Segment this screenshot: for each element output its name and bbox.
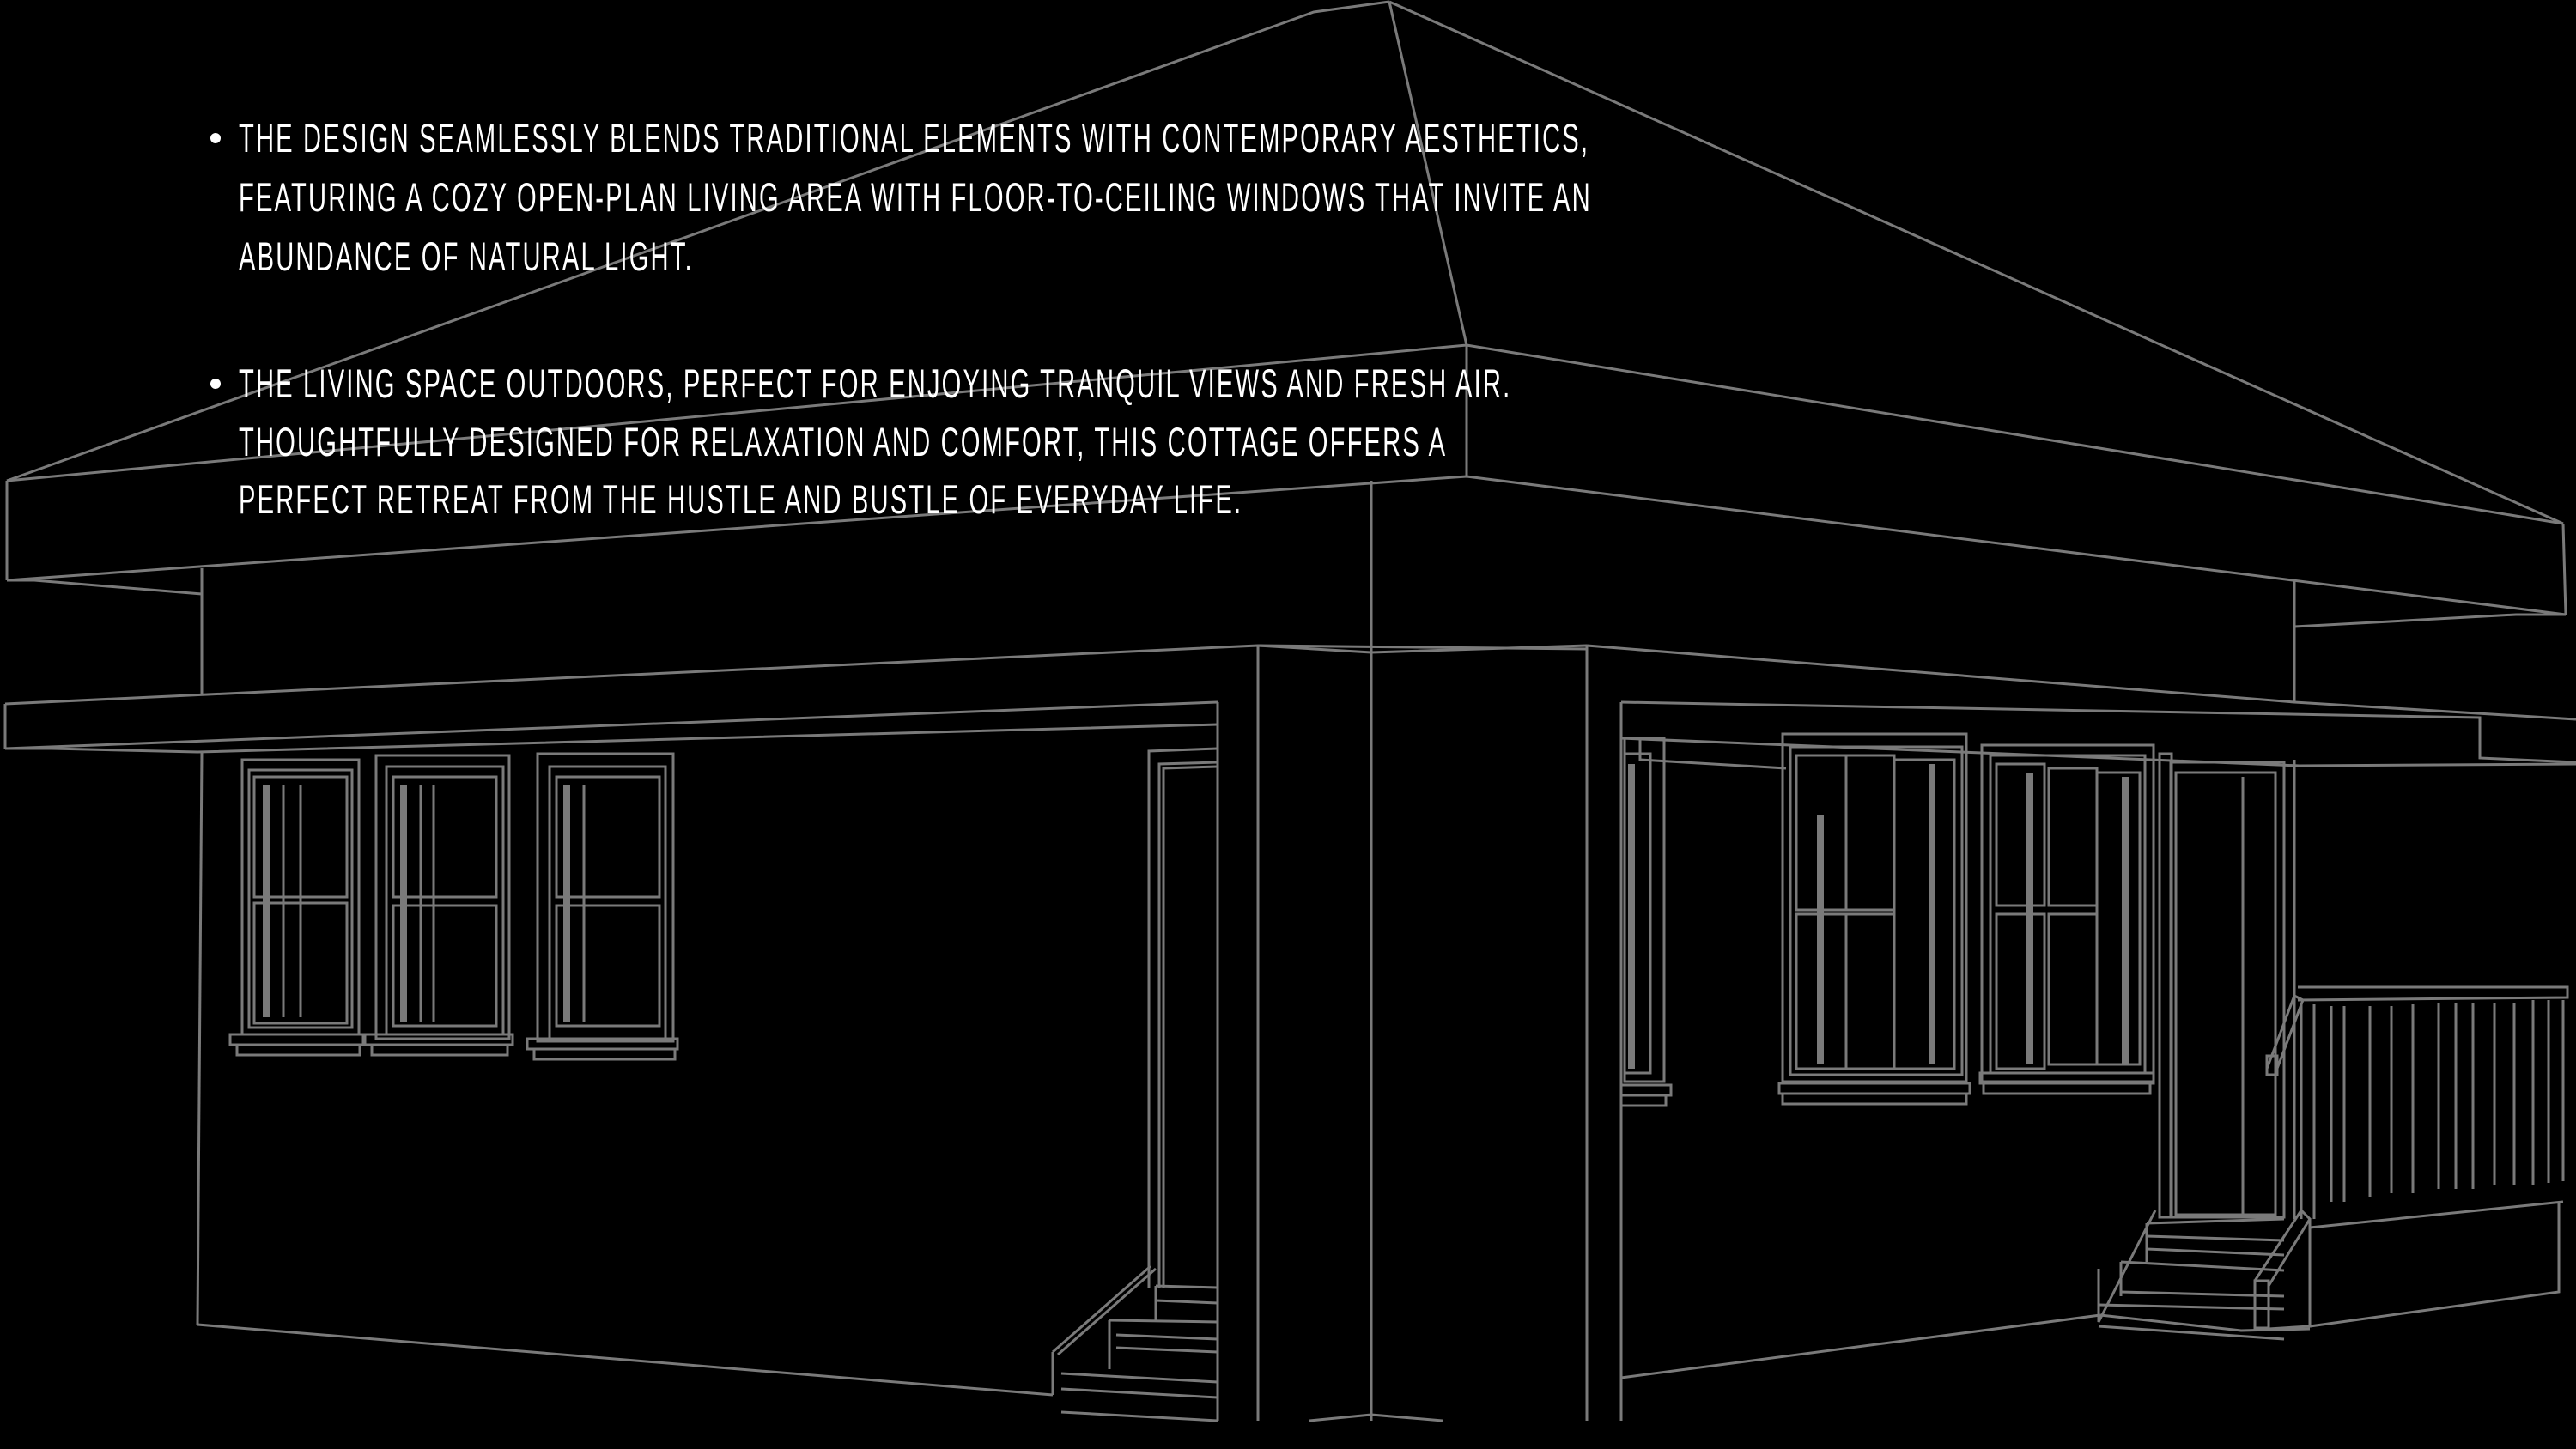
upper-walls [200, 481, 2296, 1421]
right-wall [1620, 760, 2296, 1379]
center-entry [1216, 644, 1589, 1422]
left-windows [228, 752, 679, 1061]
right-windows [1777, 732, 2155, 1106]
left-wall [196, 751, 1054, 1397]
right-steps-and-porch [2097, 985, 2569, 1341]
left-porch-roof [3, 644, 1588, 754]
left-steps [1051, 1264, 1218, 1422]
left-door [1147, 747, 1218, 1288]
right-door [2158, 752, 2296, 1219]
roof [5, 0, 2567, 628]
right-porch-roof [1586, 644, 2576, 1421]
right-partial-window [1619, 737, 1673, 1107]
